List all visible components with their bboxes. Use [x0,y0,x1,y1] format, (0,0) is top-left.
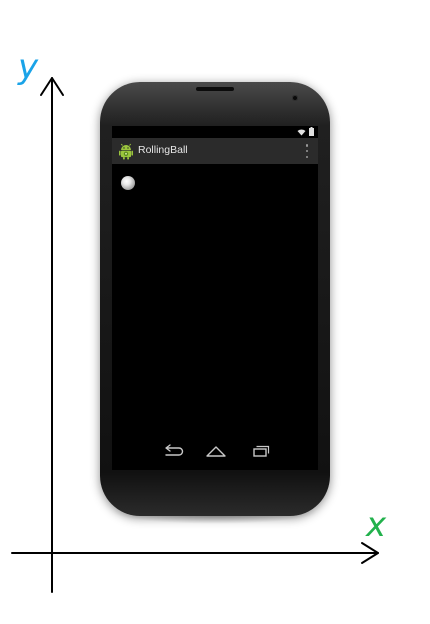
action-bar: RollingBall [112,138,318,164]
rolling-ball [121,176,135,190]
y-axis-arrowhead [40,77,64,96]
home-icon[interactable] [204,442,228,460]
phone-device: RollingBall [100,82,330,516]
battery-icon [309,127,314,136]
game-area[interactable] [112,164,318,432]
recent-apps-icon[interactable] [248,442,272,460]
back-icon[interactable] [160,442,184,460]
android-icon[interactable] [117,142,135,160]
y-axis-label: y [18,47,39,87]
earpiece [196,87,234,91]
x-axis-arrowhead [361,542,379,564]
navigation-bar [112,432,318,470]
front-camera [292,95,298,101]
overflow-menu-icon[interactable] [304,144,310,158]
wifi-icon [297,128,306,135]
status-bar [112,126,318,138]
x-axis-label: x [366,505,387,545]
phone-screen: RollingBall [112,126,318,470]
app-title: RollingBall [138,144,188,156]
